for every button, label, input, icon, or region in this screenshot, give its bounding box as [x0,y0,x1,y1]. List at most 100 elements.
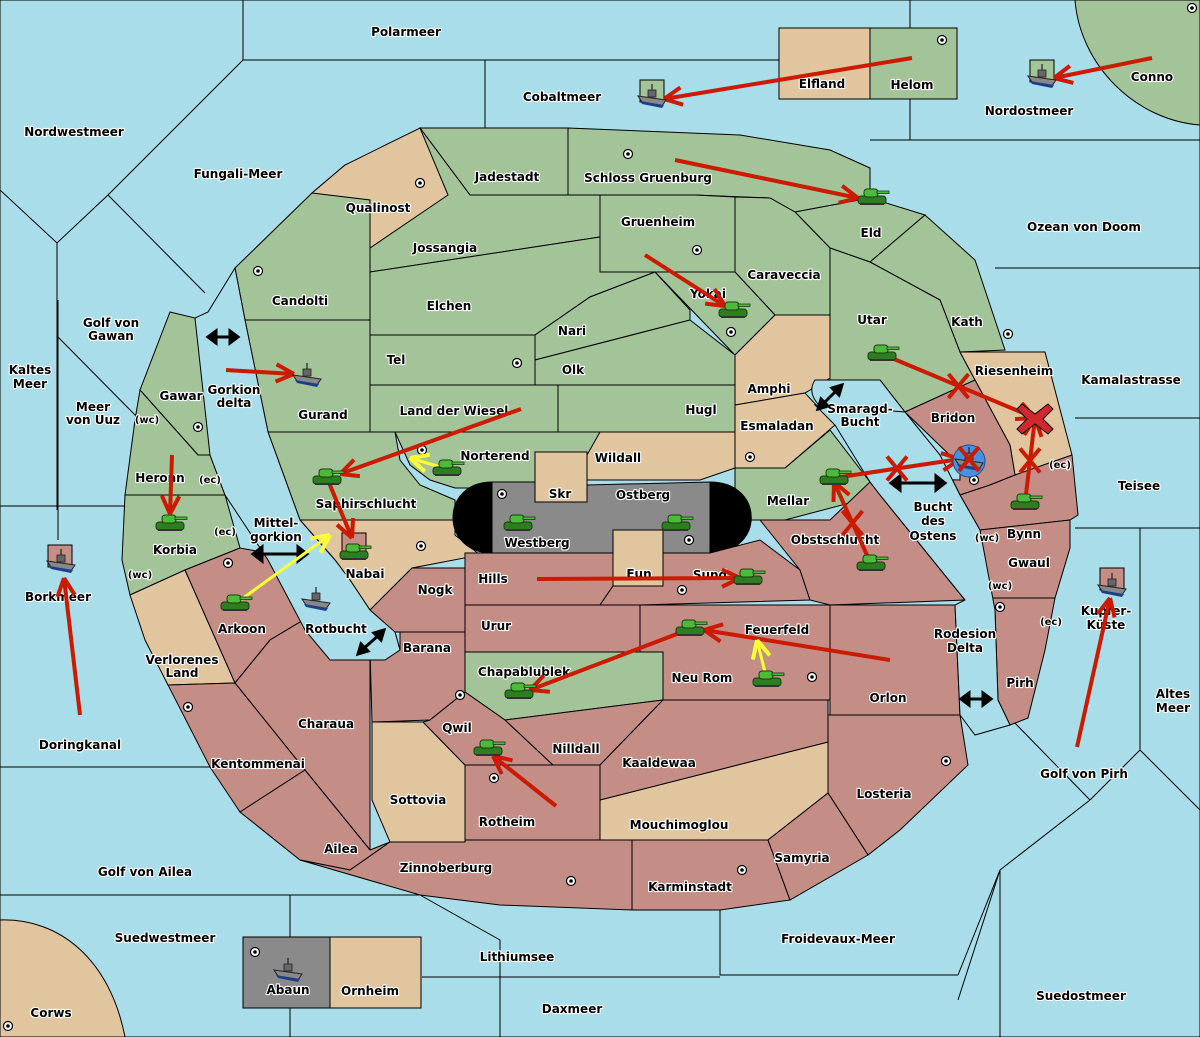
label-fungali-meer[interactable]: Fungali-Meer [193,166,284,182]
label-mittel-gorkion-1[interactable]: Mittel- [253,515,300,531]
label-jadestadt[interactable]: Jadestadt [473,169,541,185]
label-gorkion-delta-1[interactable]: Gorkion [206,382,261,398]
label-sottovia[interactable]: Sottovia [389,792,448,808]
label-nilldall[interactable]: Nilldall [551,741,600,757]
label-smaragd-bucht-1[interactable]: Smaragd- [826,401,894,417]
fleet-unit-icon[interactable] [1096,573,1127,597]
label-qwil[interactable]: Qwil [441,720,473,736]
label-utar[interactable]: Utar [856,312,888,328]
label-saphirschlucht[interactable]: Saphirschlucht [315,496,418,512]
label-jossangia[interactable]: Jossangia [411,240,479,256]
army-unit-icon[interactable] [503,514,536,531]
army-unit-icon[interactable] [312,468,345,485]
label-land-der-wiesel[interactable]: Land der Wiesel [399,403,510,419]
label-elchen[interactable]: Elchen [426,298,473,314]
label-rodesion-delta-2[interactable]: Delta [946,640,984,656]
army-unit-icon[interactable] [155,514,188,531]
army-unit-icon[interactable] [819,468,852,485]
label-esmaladan[interactable]: Esmaladan [739,418,815,434]
army-unit-icon[interactable] [856,554,889,571]
label-qualinost[interactable]: Qualinost [345,200,412,216]
label-orlon[interactable]: Orlon [868,690,907,706]
label-nordwestmeer[interactable]: Nordwestmeer [23,124,125,140]
label-heronn[interactable]: Heronn [134,470,186,486]
label-verlorenes-land-2[interactable]: Land [164,665,199,681]
label-tel[interactable]: Tel [385,352,406,368]
label-helom[interactable]: Helom [889,77,934,93]
army-unit-icon[interactable] [718,301,751,318]
label-conno[interactable]: Conno [1130,69,1175,85]
army-unit-icon[interactable] [857,188,890,205]
label-golf-von-ailea[interactable]: Golf von Ailea [97,864,193,880]
army-unit-icon[interactable] [220,594,253,611]
label-ornheim[interactable]: Ornheim [340,983,400,999]
label-bucht-des-ostens-1[interactable]: Bucht [912,499,954,515]
army-unit-icon[interactable] [473,739,506,756]
label-schloss-gruenburg[interactable]: Schloss Gruenburg [583,170,713,186]
label-corws[interactable]: Corws [29,1005,72,1021]
label-froidevaux-meer[interactable]: Froidevaux-Meer [780,931,896,947]
army-unit-icon[interactable] [867,344,900,361]
label-polarmeer[interactable]: Polarmeer [370,24,442,40]
label-caraveccia[interactable]: Caraveccia [746,267,822,283]
army-unit-icon[interactable] [752,670,785,687]
label-kaaldewaa[interactable]: Kaaldewaa [621,755,697,771]
label-rotbucht[interactable]: Rotbucht [304,621,368,637]
label-smaragd-bucht-2[interactable]: Bucht [839,414,881,430]
label-ozean-von-doom[interactable]: Ozean von Doom [1026,219,1142,235]
label-daxmeer[interactable]: Daxmeer [541,1001,604,1017]
label-obstschlucht[interactable]: Obstschlucht [790,532,881,548]
fleet-unit-icon[interactable] [291,363,322,387]
army-unit-icon[interactable] [675,619,708,636]
label-kaltes-meer-2[interactable]: Meer [12,376,48,392]
label-skr[interactable]: Skr [548,486,573,502]
label-urur[interactable]: Urur [480,618,512,634]
label-pirh[interactable]: Pirh [1005,675,1035,691]
label-korbia[interactable]: Korbia [152,542,198,558]
label-gruenheim[interactable]: Gruenheim [620,214,696,230]
label-nogk[interactable]: Nogk [416,582,454,598]
label-verlorenes-land-1[interactable]: Verlorenes [144,652,219,668]
label-amphi[interactable]: Amphi [746,381,791,397]
army-unit-icon[interactable] [661,514,694,531]
label-bridon[interactable]: Bridon [930,410,977,426]
label-ostberg[interactable]: Ostberg [615,487,672,503]
label-golf-von-gawan-2[interactable]: Gawan [87,328,135,344]
label-altes-meer-1[interactable]: Altes [1155,686,1192,702]
label-karminstadt[interactable]: Karminstadt [647,879,733,895]
label-mittel-gorkion-2[interactable]: gorkion [249,529,303,545]
label-altes-meer-2[interactable]: Meer [1155,700,1191,716]
label-charaua[interactable]: Charaua [297,716,355,732]
label-arkoon[interactable]: Arkoon [217,621,267,637]
label-bucht-des-ostens-3[interactable]: Ostens [908,528,957,544]
label-ailea[interactable]: Ailea [323,841,359,857]
label-elfland[interactable]: Elfland [798,76,847,92]
label-lithiumsee[interactable]: Lithiumsee [479,949,556,965]
label-suedostmeer[interactable]: Suedostmeer [1035,988,1127,1004]
army-unit-icon[interactable] [339,543,372,560]
label-kamalastrasse[interactable]: Kamalastrasse [1080,372,1182,388]
label-mellar[interactable]: Mellar [766,493,811,509]
label-bynn[interactable]: Bynn [1006,526,1042,542]
army-unit-icon[interactable] [504,682,537,699]
label-golf-von-pirh[interactable]: Golf von Pirh [1039,766,1129,782]
label-doringkanal[interactable]: Doringkanal [38,737,122,753]
label-kentommenai[interactable]: Kentommenai [210,756,306,772]
label-kath[interactable]: Kath [950,314,984,330]
fleet-unit-icon[interactable] [272,958,303,982]
fleet-unit-icon[interactable] [636,84,667,108]
army-unit-icon[interactable] [432,459,465,476]
label-hugl[interactable]: Hugl [684,402,717,418]
label-gawar[interactable]: Gawar [158,388,203,404]
label-suedwestmeer[interactable]: Suedwestmeer [114,930,217,946]
label-bucht-des-ostens-2[interactable]: des [920,513,946,529]
label-riesenheim[interactable]: Riesenheim [974,363,1055,379]
fleet-unit-icon[interactable] [300,587,331,611]
fleet-unit-icon[interactable] [45,549,76,573]
label-golf-von-gawan-1[interactable]: Golf von [82,315,140,331]
label-nabai[interactable]: Nabai [344,566,385,582]
label-neu-rom[interactable]: Neu Rom [670,670,733,686]
label-meer-von-uuz-1[interactable]: Meer [75,399,111,415]
label-rodesion-delta-1[interactable]: Rodesion [933,626,997,642]
